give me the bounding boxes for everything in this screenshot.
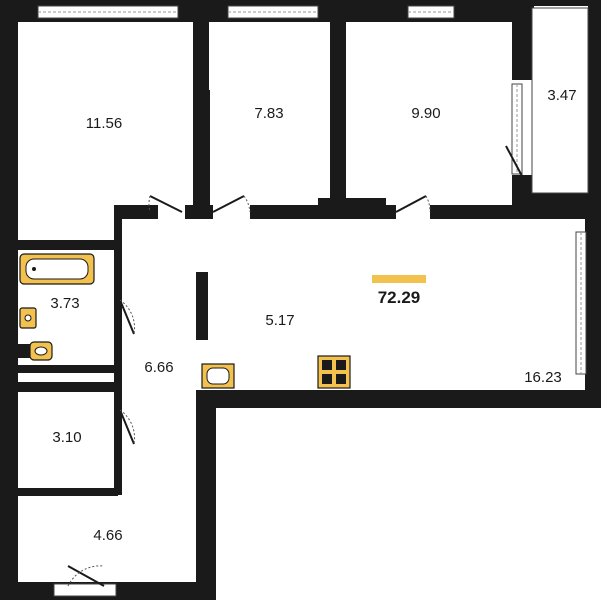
room-area-hallway: 6.66 bbox=[144, 359, 173, 376]
windows bbox=[37, 5, 589, 597]
kitchen-sink-icon bbox=[201, 363, 235, 389]
toilet-icon bbox=[18, 341, 53, 361]
room-area-kitchen-nook: 5.17 bbox=[265, 312, 294, 329]
total-area-label: 72.29 bbox=[378, 288, 421, 307]
room-area-balcony: 3.47 bbox=[547, 87, 576, 104]
stove-icon bbox=[317, 355, 351, 389]
room-area-bathroom: 3.73 bbox=[50, 295, 79, 312]
room-area-bedroom-2: 7.83 bbox=[254, 105, 283, 122]
interior-walls bbox=[18, 0, 601, 496]
doors bbox=[67, 145, 523, 587]
room-area-wc: 3.10 bbox=[52, 429, 81, 446]
washbasin-icon bbox=[19, 307, 37, 329]
bathtub-icon bbox=[19, 253, 95, 285]
room-area-entrance: 4.66 bbox=[93, 527, 122, 544]
room-area-bedroom-3: 9.90 bbox=[411, 105, 440, 122]
total-area-bar bbox=[372, 275, 426, 283]
room-area-living-kitchen: 16.23 bbox=[524, 369, 562, 386]
room-area-bedroom-1: 11.56 bbox=[86, 115, 122, 132]
